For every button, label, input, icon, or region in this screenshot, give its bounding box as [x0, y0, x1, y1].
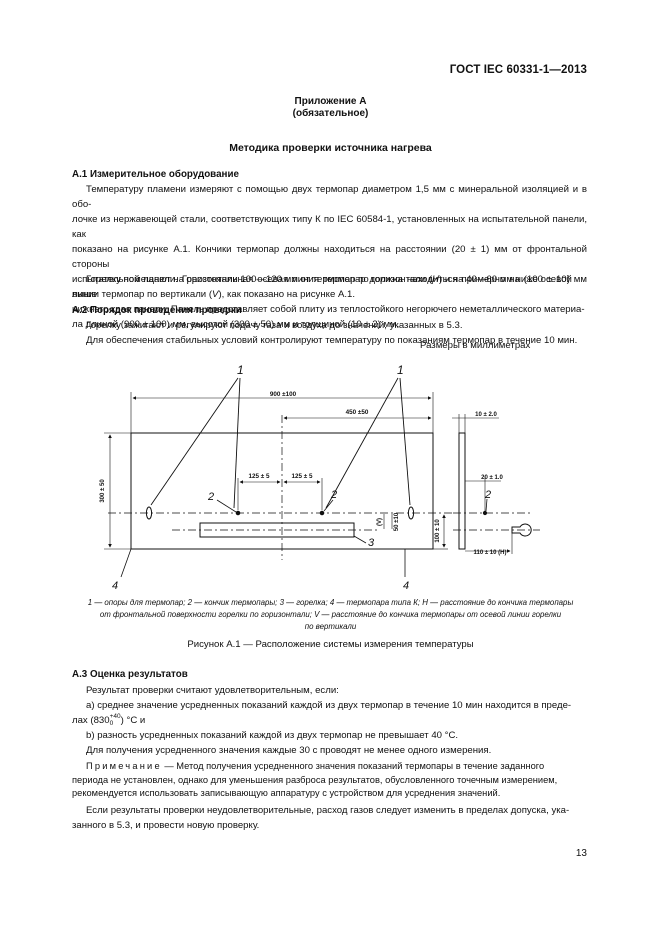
- thermocouple-wire-left: [120, 548, 132, 578]
- figure-caption: Рисунок А.1 — Расположение системы измер…: [187, 639, 474, 650]
- note-line-2: периода не установлен, однако для уменьш…: [72, 774, 558, 785]
- figure-label-1-right: 1: [397, 363, 404, 377]
- dim-20-text: 20 ± 1.0: [481, 475, 503, 481]
- a3-average-note: Для получения усредненного значения кажд…: [86, 745, 492, 756]
- tolerance-lower: 0: [109, 720, 114, 728]
- symbol-h: H: [432, 274, 439, 285]
- figure-label-2-right: 2: [330, 489, 337, 501]
- section-a2-title: А.2 Порядок проведения проверки: [72, 305, 242, 316]
- thermocouple-support-left: [145, 506, 153, 520]
- section-a1-title: А.1 Измерительное оборудование: [72, 169, 239, 180]
- figure-label-4-right: 4: [403, 580, 409, 592]
- dim-450-text: 450 ±50: [346, 409, 369, 416]
- text-span: ) °С и: [120, 715, 146, 726]
- section-a2-paragraph-2: Для обеспечения стабильных условий контр…: [86, 335, 578, 346]
- final-line-1: Если результаты проверки неудовлетворите…: [86, 805, 570, 816]
- text-span: линии термопар по вертикали (: [72, 289, 213, 300]
- dim-10-text: 10 ± 2.0: [475, 412, 497, 418]
- figure-label-1-left: 1: [237, 363, 244, 377]
- text-line: испытательной панели. Горизонтальная осе…: [72, 274, 587, 300]
- section-a3-final: Если результаты проверки неудовлетворите…: [72, 803, 587, 833]
- side-thermocouple-tip: [482, 510, 488, 516]
- figure-thermocouple-layout: 1 1 2 2 3 4 4 900 ±100 450 ±50 125 ± 5 1…: [100, 363, 540, 592]
- dim-110-text: 110 ± 10 (H): [474, 550, 507, 556]
- text-line: Температуру пламени измеряют с помощью д…: [72, 184, 587, 210]
- dim-50-text: 50 ±10: [394, 512, 400, 531]
- thermocouple-support-right: [407, 506, 415, 520]
- figure-units-note: Размеры в миллиметрах: [420, 340, 531, 351]
- page-number: 13: [575, 848, 587, 859]
- section-a3-body: Результат проверки считают удовлетворите…: [72, 683, 587, 758]
- text-line: ла длиной (900 ± 100) мм, высотой (300 ±…: [72, 319, 400, 330]
- note-line-1: Примечание — Метод получения усредненног…: [72, 760, 587, 774]
- leader-2-left: [216, 499, 237, 513]
- legend-line-1: 1 — опоры для термопар; 2 — кончик термо…: [87, 598, 574, 607]
- symbol-v: V: [212, 289, 219, 300]
- text-line: нижнего края панели. Панель представляет…: [72, 304, 585, 315]
- text-line: показано на рисунке А.1. Кончики термопа…: [72, 244, 587, 270]
- burner-side-view: [511, 523, 532, 537]
- text-span: — Метод получения усредненного значения …: [164, 761, 545, 771]
- leader-2-right: [323, 499, 334, 512]
- text-span: лах (830: [72, 715, 110, 726]
- figure-legend: 1 — опоры для термопар; 2 — кончик термо…: [0, 597, 661, 633]
- text-span: Горелку помещают на расстоянии 100—120 м…: [86, 274, 433, 285]
- burner: [199, 522, 355, 538]
- leader-3: [353, 535, 367, 544]
- dim-300-text: 300 ± 50: [100, 479, 106, 503]
- figure-label-2-side: 2: [484, 489, 491, 501]
- thermocouple-tip-right: [319, 510, 325, 516]
- figure-label-4-left: 4: [112, 580, 118, 592]
- figure-label-3: 3: [368, 537, 375, 549]
- dim-v-text: (V): [377, 518, 383, 526]
- legend-line-2: от фронтальной поверхности горелки по го…: [99, 610, 562, 619]
- section-a3-note: Примечание — Метод получения усредненног…: [72, 760, 587, 801]
- section-a3-title: А.3 Оценка результатов: [72, 669, 188, 680]
- dim-125-left-text: 125 ± 5: [249, 473, 270, 480]
- dim-125-right-text: 125 ± 5: [292, 473, 313, 480]
- final-line-2: занного в 5.3, и провести новую проверку…: [72, 820, 260, 831]
- thermocouple-tip-left: [235, 510, 241, 516]
- dim-900-text: 900 ±100: [270, 391, 297, 398]
- text-line: лочке из нержавеющей стали, соответствую…: [72, 214, 587, 240]
- text-line: линии термопар по вертикали (V), как пок…: [72, 287, 587, 302]
- note-label: Примечание: [86, 761, 162, 771]
- dim-100-text: 100 ± 10: [435, 519, 441, 543]
- text-span: ) и на 40—60 мм ниже осевой: [438, 274, 572, 285]
- a3-item-a-line-1: а) среднее значение усредненных показани…: [86, 700, 572, 711]
- section-a1-paragraph-1: Температуру пламени измеряют с помощью д…: [72, 182, 587, 332]
- leader-1-right-b: [399, 377, 411, 506]
- panel-side-view: [458, 432, 466, 550]
- appendix-status: (обязательное): [292, 108, 369, 119]
- a3-intro: Результат проверки считают удовлетворите…: [86, 685, 339, 696]
- document-standard-header: ГОСТ IEC 60331-1—2013: [449, 64, 587, 76]
- text-span: ), как показано на рисунке А.1.: [218, 289, 356, 300]
- leader-1-left-a: [150, 377, 239, 506]
- legend-line-3: по вертикали: [304, 622, 357, 631]
- tolerance-upper: +40: [109, 713, 121, 721]
- text-line: Горелку помещают на расстоянии 100—120 м…: [72, 272, 587, 287]
- section-a1-paragraph-2: Горелку помещают на расстоянии 100—120 м…: [72, 272, 587, 302]
- section-a2-paragraph-1: Горелку зажигают и регулируют подачу газ…: [86, 320, 463, 331]
- appendix-title: Приложение А: [294, 96, 367, 107]
- method-title: Методика проверки источника нагрева: [229, 142, 432, 154]
- leader-2-side: [485, 498, 488, 512]
- figure-label-2-left: 2: [207, 491, 214, 503]
- note-line-3: рекомендуется использовать записывающую …: [72, 788, 501, 798]
- leader-1-left-b: [233, 377, 241, 509]
- dim-900-mask: [262, 389, 304, 397]
- a3-item-b: b) разность усредненных показаний каждой…: [86, 730, 459, 741]
